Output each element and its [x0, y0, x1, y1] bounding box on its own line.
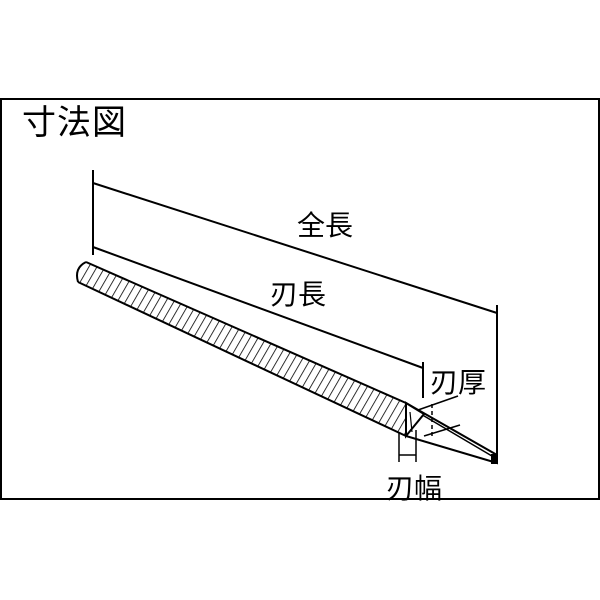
diagram-title: 寸法図 — [22, 103, 127, 143]
diagram-frame — [0, 98, 600, 500]
total-length-dimension-line — [92, 182, 498, 314]
blade-thickness-leader-bottom — [423, 424, 461, 437]
total-length-label: 全長 — [297, 209, 354, 242]
blade-thickness-leader-top — [417, 395, 459, 411]
blade-length-label: 刃長 — [270, 278, 327, 311]
blade-length-dimension-line — [92, 246, 424, 369]
blade-thickness-label: 刃厚 — [430, 366, 487, 399]
file-tip — [405, 401, 498, 465]
blade-width-label: 刃幅 — [386, 472, 443, 505]
